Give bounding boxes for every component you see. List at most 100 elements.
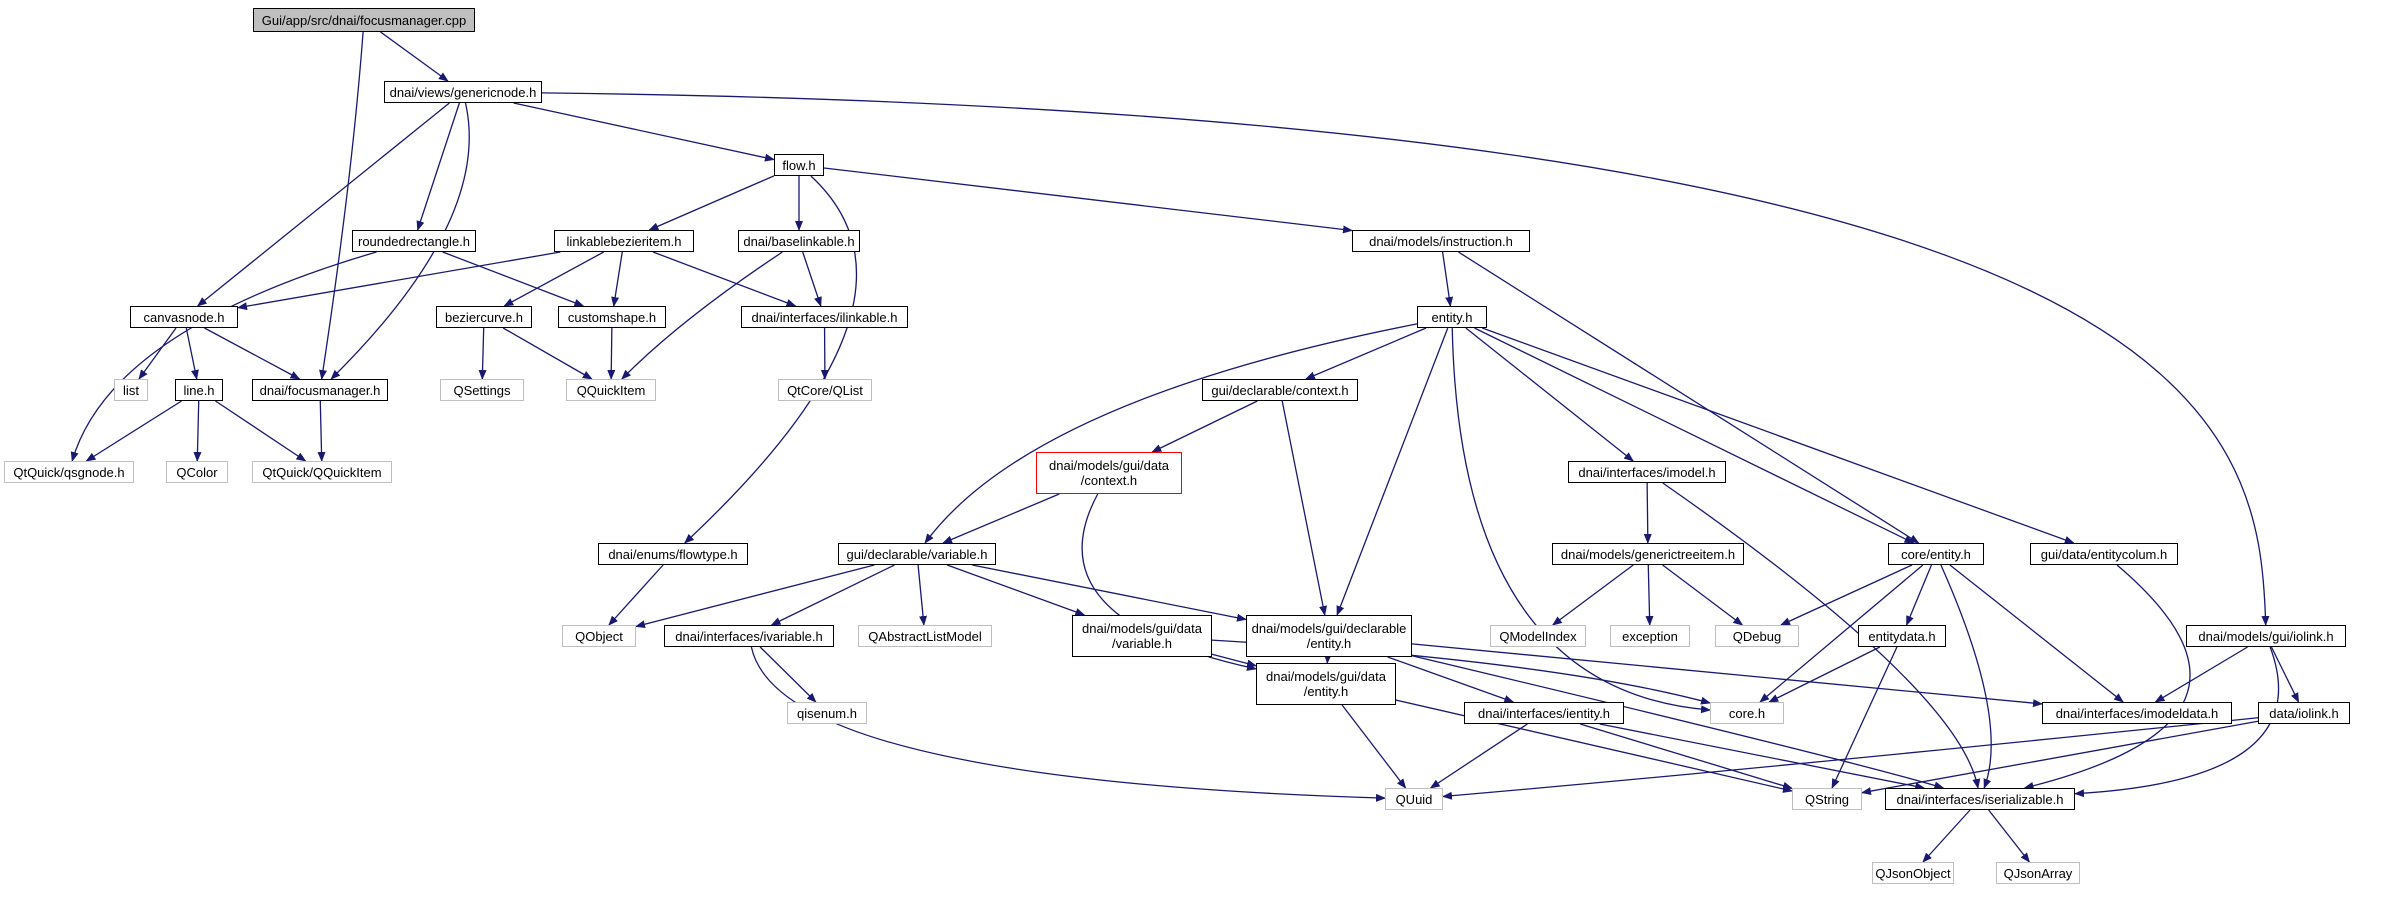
node-label: dnai/models/instruction.h — [1369, 233, 1513, 249]
edge-ientity-to-qstring — [1580, 723, 1793, 790]
edge-datavariable-to-dataentity — [1211, 653, 1257, 668]
node-qsgnode[interactable]: QtQuick/qsgnode.h — [4, 461, 134, 483]
node-linkablebezieritem[interactable]: linkablebezieritem.h — [554, 230, 694, 252]
node-genericnode[interactable]: dnai/views/genericnode.h — [384, 81, 542, 103]
node-entitycolum[interactable]: gui/data/entitycolum.h — [2030, 543, 2178, 565]
node-qquickitem[interactable]: QQuickItem — [566, 379, 656, 401]
edge-instruction-to-coreentity — [1458, 251, 1920, 544]
node-label: dnai/models/generictreeitem.h — [1560, 546, 1736, 562]
node-label: dnai/interfaces/imodel.h — [1578, 464, 1716, 480]
node-label: QJsonObject — [1875, 865, 1951, 881]
node-label: dnai/models/gui/iolink.h — [2198, 628, 2334, 644]
node-exception[interactable]: exception — [1610, 625, 1690, 647]
node-instruction[interactable]: dnai/models/instruction.h — [1352, 230, 1530, 252]
node-imodeldata[interactable]: dnai/interfaces/imodeldata.h — [2042, 702, 2232, 724]
node-root[interactable]: Gui/app/src/dnai/focusmanager.cpp — [253, 8, 475, 32]
node-label: dnai/interfaces/ilinkable.h — [751, 309, 898, 325]
edge-linkablebezieritem-to-customshape — [611, 251, 623, 307]
edge-variable-to-ivariable — [770, 564, 895, 626]
node-label: QSettings — [453, 382, 511, 398]
node-iserializable[interactable]: dnai/interfaces/iserializable.h — [1885, 788, 2075, 810]
edge-genericnode-to-canvasnode — [196, 102, 450, 307]
edge-ientity-to-iserializable — [1599, 723, 1926, 791]
node-label: QDebug — [1732, 628, 1782, 644]
edge-focusmanager-to-qtquickitem — [317, 400, 326, 462]
edge-roundedrectangle-to-qsgnode — [70, 251, 377, 462]
node-iolink[interactable]: dnai/models/gui/iolink.h — [2186, 625, 2346, 647]
node-imodel[interactable]: dnai/interfaces/imodel.h — [1568, 461, 1726, 483]
node-declcontext[interactable]: gui/declarable/context.h — [1202, 379, 1358, 401]
edge-genericnode-to-iolink — [541, 92, 2270, 626]
node-qstring[interactable]: QString — [1792, 788, 1862, 810]
edge-variable-to-datavariable — [946, 564, 1086, 616]
node-datacontext[interactable]: dnai/models/gui/data /context.h — [1036, 452, 1182, 494]
edge-canvasnode-to-list — [138, 327, 177, 380]
node-generictreeitem[interactable]: dnai/models/generictreeitem.h — [1552, 543, 1744, 565]
node-qdebug[interactable]: QDebug — [1715, 625, 1799, 647]
node-ientity[interactable]: dnai/interfaces/ientity.h — [1464, 702, 1624, 724]
node-label: gui/declarable/variable.h — [846, 546, 988, 562]
node-label: dnai/models/gui/data /variable.h — [1082, 621, 1202, 651]
node-ivariable[interactable]: dnai/interfaces/ivariable.h — [664, 625, 834, 647]
node-label: dnai/interfaces/ientity.h — [1478, 705, 1610, 721]
node-label: roundedrectangle.h — [357, 233, 471, 249]
node-datailink[interactable]: data/iolink.h — [2258, 702, 2350, 724]
node-qtquickitem[interactable]: QtQuick/QQuickItem — [252, 461, 392, 483]
edge-instruction-to-entity — [1441, 251, 1454, 307]
edge-canvasnode-to-line — [185, 327, 199, 380]
node-qjsonobject[interactable]: QJsonObject — [1872, 862, 1954, 884]
edge-baselinkable-to-qquickitem — [621, 251, 783, 380]
node-baselinkable[interactable]: dnai/baselinkable.h — [738, 230, 860, 252]
node-coreentity[interactable]: core/entity.h — [1888, 543, 1984, 565]
node-qlist[interactable]: QtCore/QList — [778, 379, 872, 401]
node-label: QtCore/QList — [787, 382, 863, 398]
node-roundedrectangle[interactable]: roundedrectangle.h — [352, 230, 476, 252]
edge-canvasnode-to-focusmanager — [204, 327, 301, 380]
node-label: entity.h — [1431, 309, 1473, 325]
node-qobject[interactable]: QObject — [562, 625, 636, 647]
node-qsettings[interactable]: QSettings — [440, 379, 524, 401]
edge-flow-to-instruction — [823, 167, 1353, 234]
node-label: QObject — [575, 628, 623, 644]
node-label: QColor — [176, 464, 218, 480]
node-canvasnode[interactable]: canvasnode.h — [130, 306, 238, 328]
edge-linkablebezieritem-to-beziercurve — [503, 251, 605, 307]
node-coreh[interactable]: core.h — [1710, 702, 1784, 724]
node-flow[interactable]: flow.h — [774, 154, 824, 176]
node-flowtype[interactable]: dnai/enums/flowtype.h — [598, 543, 748, 565]
node-label: dnai/models/gui/data /entity.h — [1266, 669, 1386, 699]
node-list[interactable]: list — [114, 379, 148, 401]
node-qcolor[interactable]: QColor — [166, 461, 228, 483]
node-ilinkable[interactable]: dnai/interfaces/ilinkable.h — [741, 306, 908, 328]
edge-entitycolum-to-iserializable — [2023, 564, 2191, 790]
edge-flow-to-linkablebezieritem — [648, 175, 775, 231]
node-label: dnai/focusmanager.h — [259, 382, 381, 398]
node-declentity[interactable]: dnai/models/gui/declarable /entity.h — [1246, 615, 1412, 657]
node-focusmanager[interactable]: dnai/focusmanager.h — [252, 379, 388, 401]
edge-datacontext-to-variable — [942, 493, 1060, 544]
node-entity[interactable]: entity.h — [1417, 306, 1487, 328]
edge-dataentity-to-quuid — [1341, 704, 1407, 789]
node-label: dnai/interfaces/imodeldata.h — [2055, 705, 2219, 721]
edge-customshape-to-qquickitem — [607, 327, 616, 380]
edge-entitydata-to-qstring — [1831, 646, 1898, 789]
node-qjsonarray[interactable]: QJsonArray — [1996, 862, 2080, 884]
node-qmodelindex[interactable]: QModelIndex — [1490, 625, 1586, 647]
node-qisenum[interactable]: qisenum.h — [787, 702, 867, 724]
node-line[interactable]: line.h — [175, 379, 223, 401]
node-dataentity[interactable]: dnai/models/gui/data /entity.h — [1256, 663, 1396, 705]
edge-beziercurve-to-qsettings — [478, 327, 487, 380]
node-customshape[interactable]: customshape.h — [558, 306, 666, 328]
node-datavariable[interactable]: dnai/models/gui/data /variable.h — [1072, 615, 1212, 657]
edge-entity-to-imodel — [1465, 327, 1634, 462]
node-entitydata[interactable]: entitydata.h — [1858, 625, 1946, 647]
node-label: line.h — [183, 382, 215, 398]
node-label: Gui/app/src/dnai/focusmanager.cpp — [261, 12, 467, 28]
node-qabstractlistmodel[interactable]: QAbstractListModel — [858, 625, 992, 647]
node-quuid[interactable]: QUuid — [1385, 788, 1443, 810]
node-variable[interactable]: gui/declarable/variable.h — [838, 543, 996, 565]
edge-declcontext-to-declentity — [1281, 400, 1327, 616]
node-label: dnai/baselinkable.h — [743, 233, 855, 249]
node-beziercurve[interactable]: beziercurve.h — [436, 306, 532, 328]
node-label: dnai/views/genericnode.h — [389, 84, 537, 100]
